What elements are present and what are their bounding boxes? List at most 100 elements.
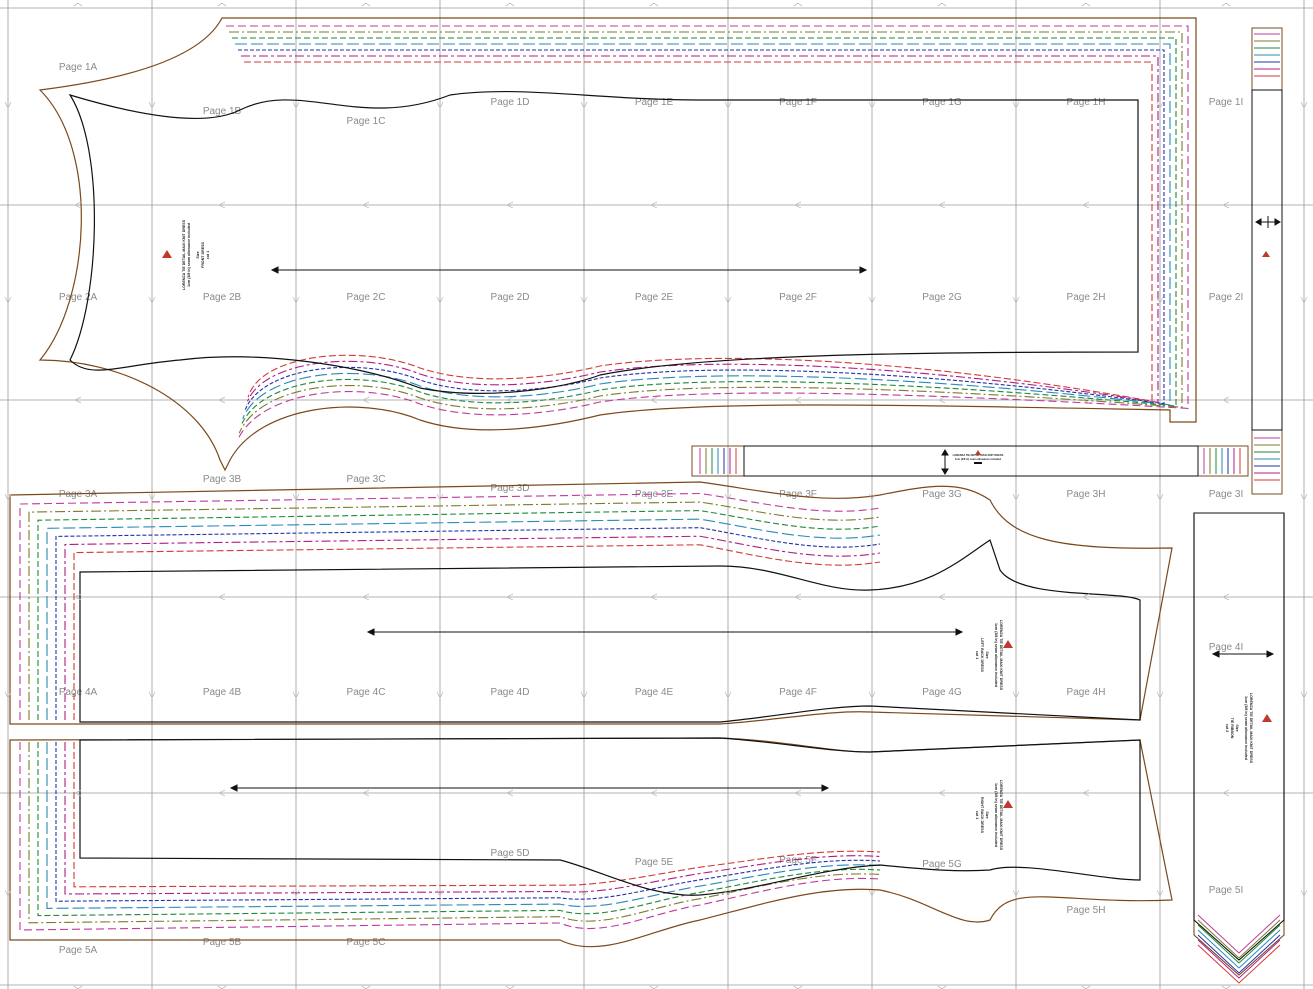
right-back-size-line: [55, 742, 881, 902]
edge-mark: [148, 493, 156, 501]
edge-mark: [361, 2, 371, 7]
strap-vertical-piece: [1251, 27, 1283, 495]
front-size-line: [226, 25, 1189, 441]
edge-mark: [794, 789, 802, 797]
edge-mark: [436, 101, 444, 109]
edge-mark: [1300, 691, 1308, 699]
right-back-size-line: [64, 742, 881, 895]
edge-mark: [724, 296, 732, 304]
edge-mark: [505, 2, 515, 7]
edge-mark: [148, 101, 156, 109]
page-label: Page 2A: [59, 292, 98, 303]
svg-text:1cm (3/8 in) seam allowance in: 1cm (3/8 in) seam allowance included: [1244, 696, 1248, 760]
edge-mark: [868, 691, 876, 699]
edge-mark: [1156, 101, 1164, 109]
page-label: Page 3A: [59, 489, 98, 500]
edge-mark: [1300, 101, 1308, 109]
page-label: Page 5A: [59, 945, 98, 956]
left-back-size-line: [46, 518, 881, 720]
edge-mark: [73, 2, 83, 7]
tie-ribbon-logo-icon: [1262, 714, 1272, 722]
grainline-arrows: [229, 216, 1281, 792]
edge-mark: [361, 985, 371, 989]
edge-mark: [292, 493, 300, 501]
front-dress-info: LORENZA TIE DETAIL MAXI KNIT DRESS 1cm (…: [182, 219, 210, 290]
page-label: Page 4B: [203, 687, 242, 698]
edge-mark: [1156, 889, 1164, 897]
front-logo-icon: [162, 250, 172, 258]
edge-mark: [793, 2, 803, 7]
edge-mark: [1081, 2, 1091, 7]
strap-horizontal-piece: LORENZA TIE DETAIL MAXI KNIT DRESS 1cm (…: [691, 445, 1249, 477]
ribbon-size-line: [1197, 929, 1281, 969]
left-back-size-line: [73, 544, 881, 720]
page-label: Page 3D: [491, 483, 530, 494]
page-label: Page 4F: [779, 687, 817, 698]
svg-text:1cm (3/8 in) seam allowance in: 1cm (3/8 in) seam allowance included: [994, 783, 998, 847]
edge-mark: [794, 201, 802, 209]
edge-mark: [793, 985, 803, 989]
left-back-size-line: [28, 501, 881, 720]
edge-mark: [650, 201, 658, 209]
page-label: Page 4H: [1067, 687, 1106, 698]
edge-mark: [148, 691, 156, 699]
edge-mark: [724, 493, 732, 501]
registration-marks: [4, 2, 1308, 989]
svg-text:Size: Size: [985, 811, 989, 818]
right-back-size-line: [46, 742, 881, 909]
page-label: Page 5F: [779, 855, 817, 866]
svg-text:RIGHT BACK DRESS: RIGHT BACK DRESS: [980, 797, 984, 834]
left-back-inner-line: [79, 539, 1141, 723]
edge-mark: [938, 789, 946, 797]
edge-mark: [1300, 889, 1308, 897]
edge-mark: [650, 789, 658, 797]
page-label: Page 2I: [1209, 292, 1243, 303]
edge-mark: [436, 889, 444, 897]
right-back-dress-piece: [9, 737, 1173, 948]
page-label: Page 1H: [1067, 97, 1106, 108]
svg-text:LORENZA TIE DETAIL MAXI KNIT D: LORENZA TIE DETAIL MAXI KNIT DRESS: [182, 219, 186, 290]
tie-ribbon-piece: [1193, 512, 1285, 984]
right-back-logo-icon: [1003, 800, 1013, 808]
edge-mark: [4, 296, 12, 304]
edge-mark: [362, 201, 370, 209]
edge-mark: [74, 201, 82, 209]
ribbon-size-line: [1197, 914, 1281, 954]
edge-mark: [506, 396, 514, 404]
page-label: Page 1B: [203, 106, 242, 117]
edge-mark: [937, 985, 947, 989]
edge-mark: [505, 985, 515, 989]
page-label: Page 1C: [347, 116, 386, 127]
edge-mark: [1082, 593, 1090, 601]
page-label: Page 5I: [1209, 885, 1243, 896]
edge-mark: [650, 396, 658, 404]
svg-text:cut 1: cut 1: [975, 811, 979, 819]
edge-mark: [868, 101, 876, 109]
edge-mark: [73, 985, 83, 989]
edge-mark: [4, 493, 12, 501]
svg-text:Size: Size: [985, 651, 989, 658]
page-label: Page 5B: [203, 937, 242, 948]
edge-mark: [1081, 985, 1091, 989]
edge-mark: [218, 201, 226, 209]
edge-mark: [1082, 396, 1090, 404]
edge-mark: [1222, 201, 1230, 209]
edge-mark: [580, 493, 588, 501]
page-label: Page 4C: [347, 687, 386, 698]
right-back-size-line: [37, 742, 881, 917]
edge-mark: [1012, 691, 1020, 699]
edge-mark: [436, 691, 444, 699]
edge-mark: [938, 593, 946, 601]
edge-mark: [649, 985, 659, 989]
edge-mark: [217, 2, 227, 7]
edge-mark: [937, 2, 947, 7]
right-back-inner-line: [79, 737, 1141, 896]
front-size-line: [238, 49, 1165, 412]
edge-mark: [218, 396, 226, 404]
front-size-line: [232, 37, 1177, 427]
page-label: Page 1I: [1209, 97, 1243, 108]
edge-mark: [580, 101, 588, 109]
svg-text:1cm (3/8 in) seam allowance in: 1cm (3/8 in) seam allowance included: [187, 223, 191, 287]
